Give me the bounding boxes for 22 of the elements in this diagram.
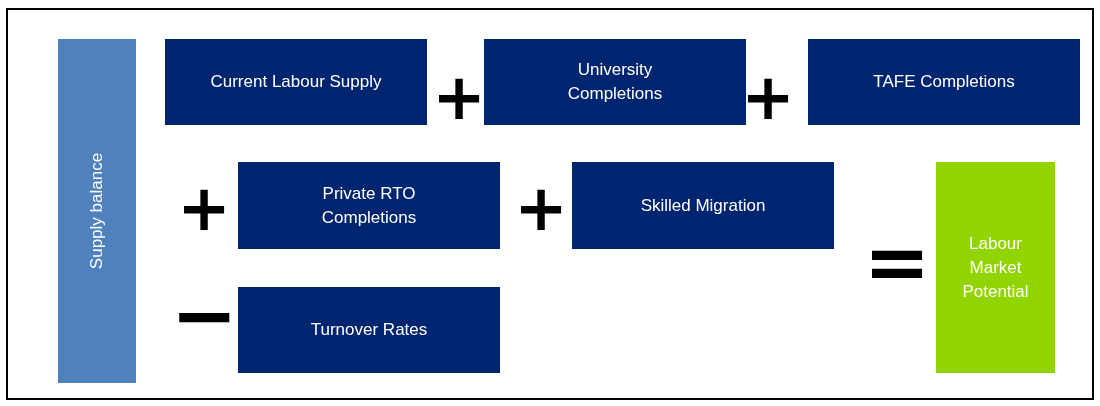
box-label: University Completions (566, 59, 664, 105)
term-box (165, 39, 427, 125)
box-label: Private RTO Completions (320, 182, 418, 229)
term-box (572, 162, 834, 249)
box-label: Current Labour Supply (210, 71, 382, 93)
term-box (238, 287, 500, 373)
box-label: TAFE Completions (873, 71, 1015, 93)
term-box (484, 39, 746, 125)
box-label: Turnover Rates (310, 319, 428, 341)
box-label: Skilled Migration (640, 194, 766, 217)
operator-sign: + (741, 65, 795, 129)
operator-sign: = (863, 223, 931, 303)
term-box (238, 162, 500, 249)
result-box (936, 162, 1055, 373)
operator-sign: + (432, 65, 486, 129)
operator-sign: − (170, 276, 238, 356)
box-label: Labour Market Potential (961, 232, 1030, 303)
box-label: Supply balance (86, 152, 107, 270)
side-bar (58, 39, 136, 383)
operator-sign: + (177, 176, 231, 240)
operator-sign: + (514, 176, 568, 240)
term-box (808, 39, 1080, 125)
